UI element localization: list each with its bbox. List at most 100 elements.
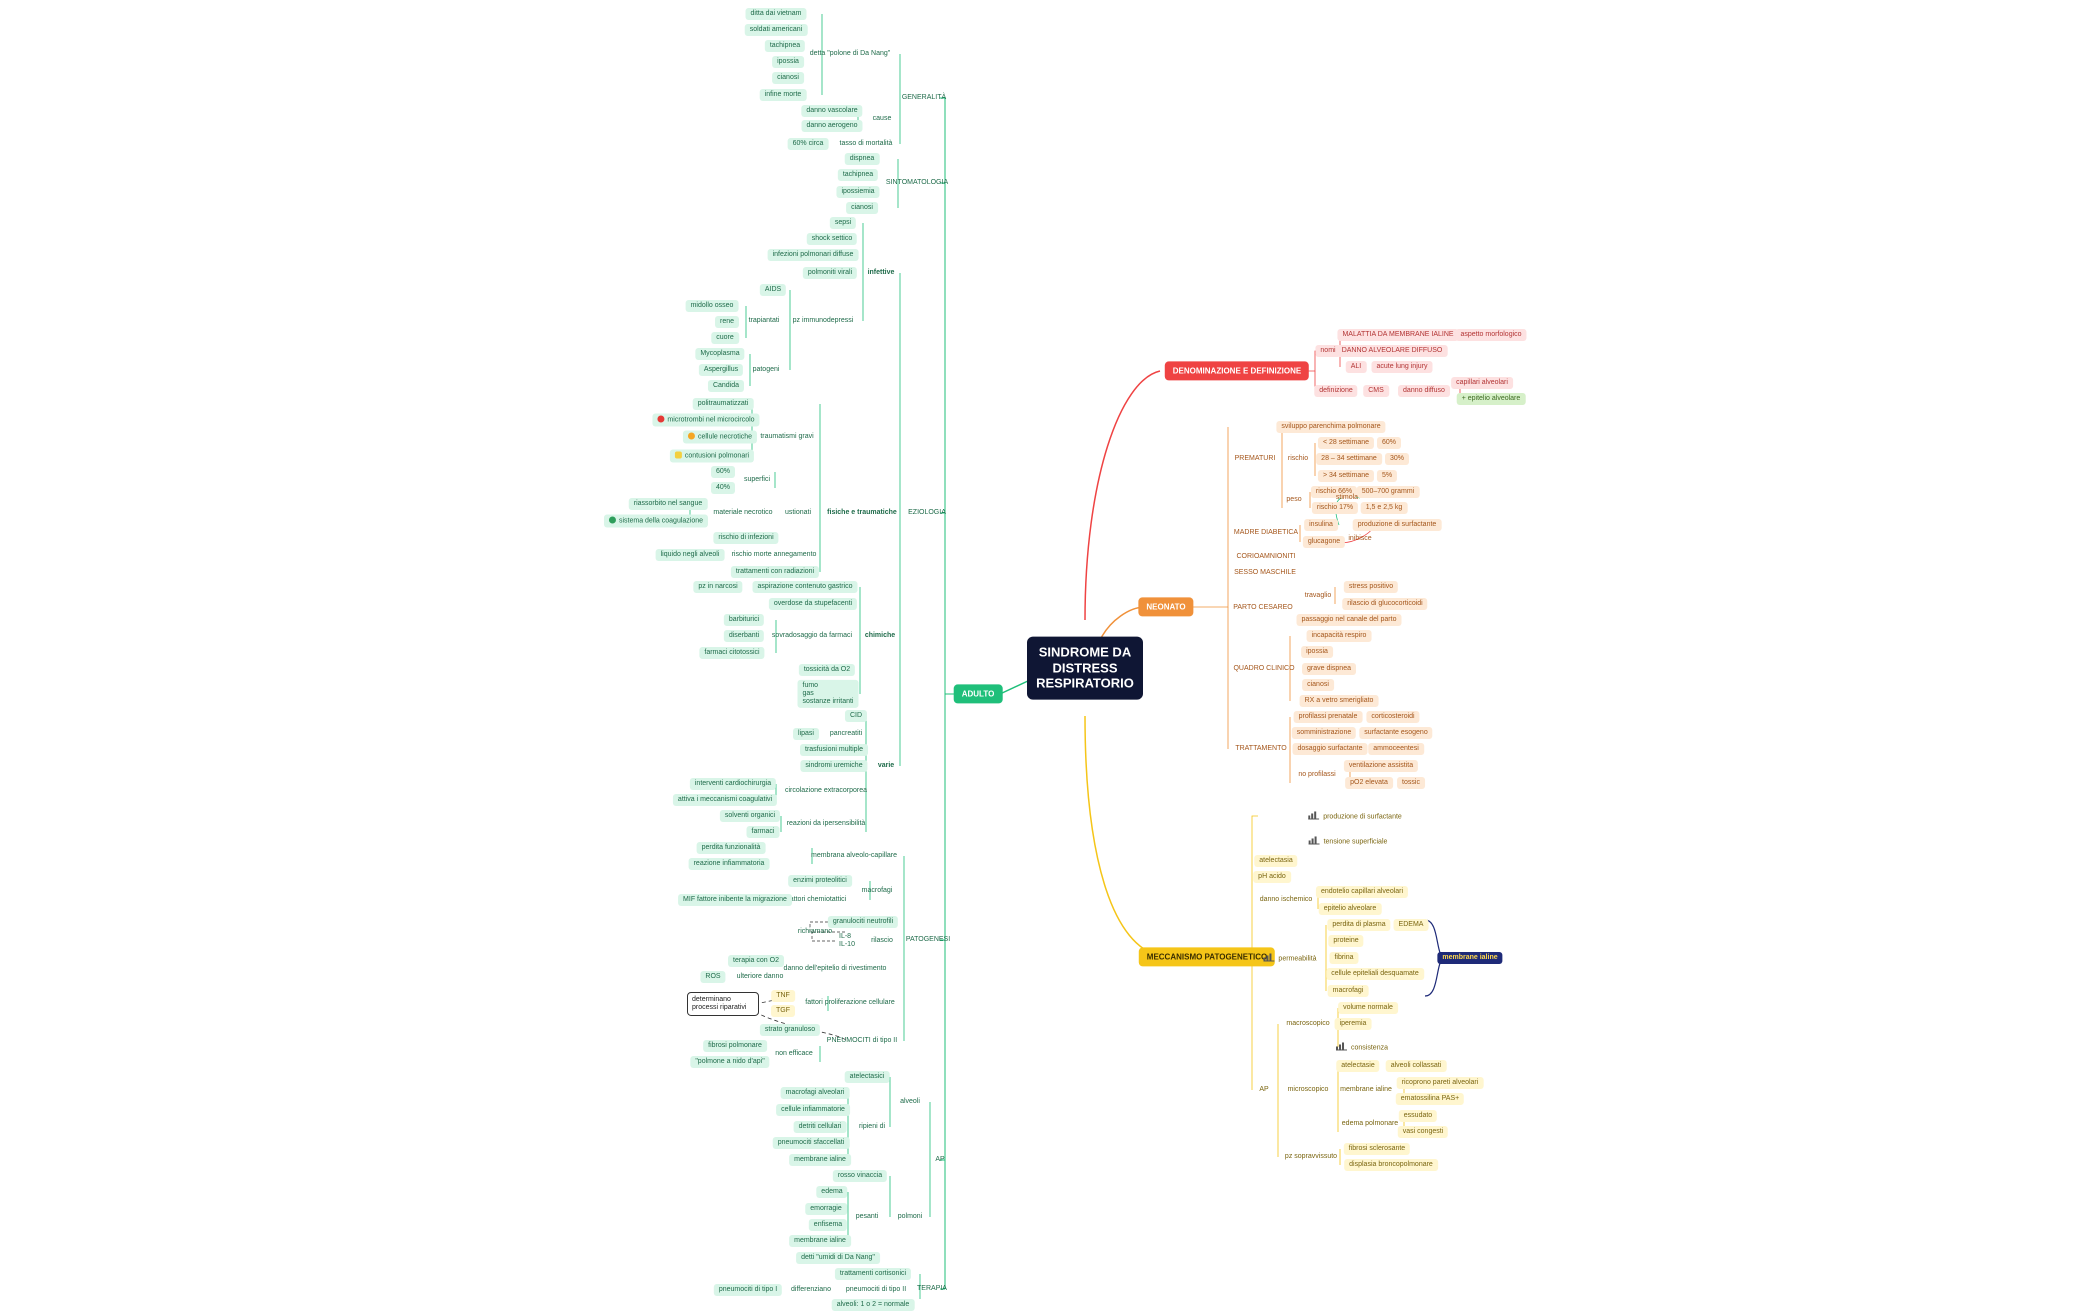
- topic-overdose-da-stupefacenti[interactable]: overdose da stupefacenti: [768, 597, 858, 611]
- topic-alveoli[interactable]: alveoli: [895, 1096, 925, 1108]
- topic-produzione-di-surfactante[interactable]: produzione di surfactante: [1352, 518, 1442, 532]
- topic-cid[interactable]: CID: [844, 709, 868, 723]
- topic-farmaci[interactable]: farmaci: [746, 825, 780, 839]
- topic-soldati-americani[interactable]: soldati americani: [744, 23, 808, 37]
- topic-peso[interactable]: peso: [1281, 494, 1306, 506]
- topic-pneumociti-sfaccellati[interactable]: pneumociti sfaccellati: [772, 1136, 850, 1150]
- topic-aspirazione-contenuto-gastrico[interactable]: aspirazione contenuto gastrico: [752, 580, 858, 594]
- topic-ipossiemia[interactable]: ipossiemia: [836, 185, 880, 199]
- topic-terapia[interactable]: TERAPIA: [912, 1283, 952, 1295]
- topic-aids[interactable]: AIDS: [759, 283, 787, 297]
- topic-40[interactable]: 40%: [710, 481, 736, 495]
- topic-inibisce[interactable]: inibisce: [1343, 533, 1376, 545]
- topic-enzimi-proteolitici[interactable]: enzimi proteolitici: [788, 874, 852, 888]
- topic-interventi-cardiochirurgia[interactable]: interventi cardiochirurgia: [689, 777, 777, 791]
- topic-profilassi-prenatale[interactable]: profilassi prenatale: [1293, 710, 1363, 724]
- topic-enfisema[interactable]: enfisema: [808, 1218, 848, 1232]
- topic-diserbanti[interactable]: diserbanti: [723, 629, 765, 643]
- topic-corioamnioniti[interactable]: CORIOAMNIONITI: [1231, 551, 1300, 563]
- topic-rischio-66[interactable]: rischio 66%: [1310, 485, 1358, 499]
- topic-aspergillus[interactable]: Aspergillus: [698, 363, 744, 377]
- topic-sistema-della-coagulazione[interactable]: sistema della coagulazione: [603, 514, 709, 528]
- topic-pneumociti-di-tipo-ii[interactable]: PNEUMOCITI di tipo II: [822, 1035, 902, 1047]
- topic-traumatismi-gravi[interactable]: traumatismi gravi: [755, 431, 818, 443]
- topic-sindromi-uremiche[interactable]: sindromi uremiche: [800, 759, 868, 773]
- topic-trattamenti-con-radiazioni[interactable]: trattamenti con radiazioni: [730, 565, 820, 579]
- topic-danno-ischemico[interactable]: danno ischemico: [1255, 894, 1318, 906]
- topic-trattamento[interactable]: TRATTAMENTO: [1230, 743, 1291, 755]
- topic-edema[interactable]: edema: [816, 1185, 848, 1199]
- topic-volume-normale[interactable]: volume normale: [1338, 1001, 1398, 1015]
- topic-alveoli-1-o-2-normale[interactable]: alveoli: 1 o 2 = normale: [831, 1298, 915, 1311]
- topic-aspetto-morfologico[interactable]: aspetto morfologico: [1455, 328, 1527, 342]
- topic-cuore[interactable]: cuore: [711, 331, 739, 345]
- topic-rx-a-vetro-smerigliato[interactable]: RX a vetro smerigliato: [1299, 694, 1379, 708]
- topic-34-settimane[interactable]: > 34 settimane: [1317, 469, 1375, 483]
- topic-atelectasia[interactable]: atelectasia: [1254, 854, 1298, 868]
- topic-tgf[interactable]: TGF: [771, 1004, 795, 1018]
- topic-pz-sopravvissuto[interactable]: pz sopravvissuto: [1280, 1151, 1342, 1163]
- topic-non-efficace[interactable]: non efficace: [770, 1048, 818, 1060]
- topic-produzione-di-surfactante[interactable]: produzione di surfactante: [1303, 808, 1407, 823]
- topic-fibrosi-polmonare[interactable]: fibrosi polmonare: [703, 1039, 767, 1053]
- topic-rene[interactable]: rene: [714, 315, 740, 329]
- topic-membrane-ialine[interactable]: membrane ialine: [1335, 1084, 1397, 1096]
- topic-infine-morte[interactable]: infine morte: [759, 88, 807, 102]
- topic-cianosi[interactable]: cianosi: [1302, 678, 1334, 692]
- topic-tachipnea[interactable]: tachipnea: [764, 39, 806, 53]
- topic-atelectasici[interactable]: atelectasici: [844, 1070, 890, 1084]
- topic-tossicit-da-o2[interactable]: tossicità da O2: [798, 663, 856, 677]
- topic-consistenza[interactable]: consistenza: [1331, 1039, 1393, 1054]
- topic-rischio-di-infezioni[interactable]: rischio di infezioni: [713, 531, 779, 545]
- topic-membrana-alveolo-capillare[interactable]: membrana alveolo-capillare: [806, 850, 902, 862]
- topic-shock-settico[interactable]: shock settico: [806, 232, 858, 246]
- topic-corticosteroidi[interactable]: corticosteroidi: [1366, 710, 1420, 724]
- topic-sintomatologia[interactable]: SINTOMATOLOGIA: [881, 177, 953, 189]
- topic-fibrosi-sclerosante[interactable]: fibrosi sclerosante: [1343, 1142, 1411, 1156]
- topic-somministrazione[interactable]: somministrazione: [1291, 726, 1357, 740]
- topic-cellule-infiammatorie[interactable]: cellule infiammatorie: [776, 1103, 850, 1117]
- topic-1-5-e-2-5-kg[interactable]: 1,5 e 2,5 kg: [1360, 501, 1408, 515]
- topic-strato-granuloso[interactable]: strato granuloso: [759, 1023, 821, 1037]
- topic-danno-vascolare[interactable]: danno vascolare: [801, 104, 863, 118]
- topic-mycoplasma[interactable]: Mycoplasma: [695, 347, 745, 361]
- topic-attiva-i-meccanismi-coagulativi[interactable]: attiva i meccanismi coagulativi: [672, 793, 778, 807]
- topic-malattia-da-membrane-ialine[interactable]: MALATTIA DA MEMBRANE IALINE: [1337, 328, 1459, 342]
- topic-generalit[interactable]: GENERALITÀ: [897, 92, 951, 104]
- topic-ph-acido[interactable]: pH acido: [1253, 870, 1291, 884]
- topic-tensione-superficiale[interactable]: tensione superficiale: [1304, 833, 1393, 848]
- topic-pneumociti-di-tipo-ii[interactable]: pneumociti di tipo II: [841, 1284, 911, 1296]
- topic-cianosi[interactable]: cianosi: [772, 71, 804, 85]
- topic-superfici[interactable]: superfici: [739, 474, 775, 486]
- topic-chimiche[interactable]: chimiche: [860, 630, 900, 642]
- topic-ipossia[interactable]: ipossia: [772, 55, 804, 69]
- topic-cms[interactable]: CMS: [1363, 384, 1389, 398]
- topic-polmoni[interactable]: polmoni: [893, 1211, 928, 1223]
- topic-polmoniti-virali[interactable]: polmoniti virali: [802, 266, 858, 280]
- topic-acute-lung-injury[interactable]: acute lung injury: [1371, 360, 1433, 374]
- topic-materiale-necrotico[interactable]: materiale necrotico: [708, 507, 777, 519]
- topic-pneumociti-di-tipo-i[interactable]: pneumociti di tipo I: [713, 1283, 783, 1297]
- topic-tnf[interactable]: TNF: [771, 989, 795, 1003]
- topic-eziologia[interactable]: EZIOLOGIA: [903, 507, 951, 519]
- topic-reazioni-da-ipersensibilit[interactable]: reazioni da ipersensibilità: [782, 818, 871, 830]
- topic-membrane-ialine[interactable]: membrane ialine: [789, 1234, 851, 1248]
- topic-patogenesi[interactable]: PATOGENESI: [901, 934, 955, 946]
- topic-iperemia[interactable]: iperemia: [1334, 1017, 1372, 1031]
- topic-macrofagi[interactable]: macrofagi: [857, 885, 898, 897]
- topic-5[interactable]: 5%: [1376, 469, 1398, 483]
- topic-ulteriore-danno[interactable]: ulteriore danno: [732, 971, 789, 983]
- topic-ripieni-di[interactable]: ripieni di: [854, 1121, 890, 1133]
- topic-pesanti[interactable]: pesanti: [851, 1211, 884, 1223]
- topic-detti-umidi-di-da-nang[interactable]: detti "umidi di Da Nang": [796, 1251, 880, 1265]
- topic-travaglio[interactable]: travaglio: [1300, 590, 1336, 602]
- topic-differenziano[interactable]: differenziano: [786, 1284, 836, 1296]
- topic-mif-fattore-inibente-la-migrazione[interactable]: MIF fattore inibente la migrazione: [678, 893, 792, 907]
- topic-grave-dispnea[interactable]: grave dispnea: [1302, 662, 1356, 676]
- topic-epitelio-alveolare[interactable]: + epitelio alveolare: [1456, 392, 1526, 406]
- topic-macroscopico[interactable]: macroscopico: [1281, 1018, 1334, 1030]
- topic-essudato[interactable]: essudato: [1398, 1109, 1438, 1123]
- topic-definizione[interactable]: definizione: [1314, 384, 1358, 398]
- topic-politraumatizzati[interactable]: politraumatizzati: [692, 397, 754, 411]
